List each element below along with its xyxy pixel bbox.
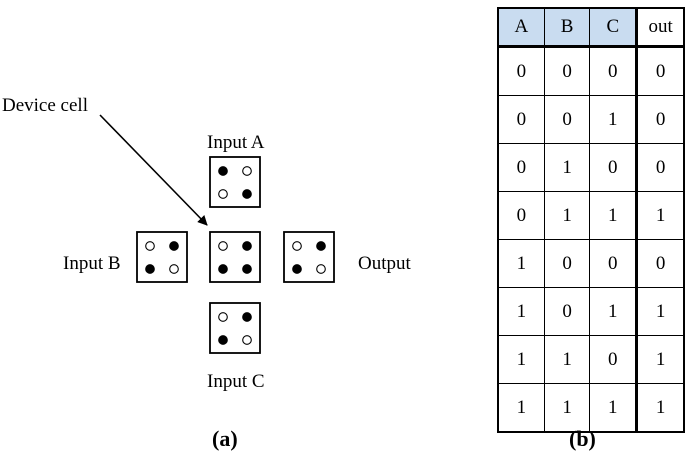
table-cell: 0 [589,143,638,192]
cell-border [209,302,261,354]
table-cell: 0 [497,191,545,240]
input-b-label: Input B [63,253,121,274]
filled-dot [292,264,302,274]
table-cell: 1 [635,191,685,240]
filled-dot [218,335,228,345]
caption-b: (b) [569,426,596,451]
table-cell: 1 [589,383,638,433]
table-cell: 0 [589,335,638,384]
table-cell: 1 [543,335,591,384]
table-cell: 1 [635,287,685,336]
device-cell-arrow [99,114,208,226]
table-cell: 1 [543,383,591,433]
input-c-cell [209,302,261,354]
table-cell: 1 [497,383,545,433]
column-header-a: A [497,7,545,48]
table-cell: 0 [543,287,591,336]
input-b-cell [136,231,188,283]
filled-dot [242,312,252,322]
column-header-out: out [635,7,685,48]
table-cell: 0 [543,239,591,288]
caption-a: (a) [212,426,238,451]
input-a-cell [209,156,261,208]
table-cell: 1 [543,191,591,240]
table-cell: 1 [497,287,545,336]
empty-dot [169,264,179,274]
table-cell: 1 [589,287,638,336]
empty-dot [316,264,326,274]
cell-border [209,156,261,208]
column-header-c: C [589,7,638,48]
table-cell: 1 [589,191,638,240]
empty-dot [242,335,252,345]
truth-table-header-row: A B C out [497,7,685,48]
table-cell: 0 [635,239,685,288]
empty-dot [218,241,228,251]
table-cell: 0 [635,143,685,192]
cell-border [209,231,261,283]
filled-dot [242,241,252,251]
empty-dot [242,166,252,176]
table-cell: 1 [497,335,545,384]
filled-dot [218,264,228,274]
table-cell: 1 [589,95,638,144]
table-cell: 0 [543,46,591,96]
filled-dot [169,241,179,251]
output-label: Output [358,253,411,274]
table-cell: 0 [589,239,638,288]
table-cell: 0 [497,46,545,96]
cell-border [136,231,188,283]
filled-dot [218,166,228,176]
empty-dot [292,241,302,251]
filled-dot [316,241,326,251]
column-header-b: B [543,7,591,48]
table-cell: 1 [635,335,685,384]
output-cell [283,231,335,283]
empty-dot [218,312,228,322]
filled-dot [242,264,252,274]
table-cell: 0 [635,46,685,96]
device-cell [209,231,261,283]
table-cell: 1 [635,383,685,433]
table-cell: 0 [543,95,591,144]
table-cell: 1 [543,143,591,192]
empty-dot [145,241,155,251]
input-c-label: Input C [207,371,265,392]
filled-dot [145,264,155,274]
table-cell: 0 [589,46,638,96]
table-cell: 0 [635,95,685,144]
filled-dot [242,189,252,199]
table-cell: 1 [497,239,545,288]
empty-dot [218,189,228,199]
cell-border [283,231,335,283]
table-cell: 0 [497,95,545,144]
majority-gate-diagram [99,114,335,354]
table-cell: 0 [497,143,545,192]
device-cell-label: Device cell [2,95,88,116]
input-a-label: Input A [207,132,265,153]
